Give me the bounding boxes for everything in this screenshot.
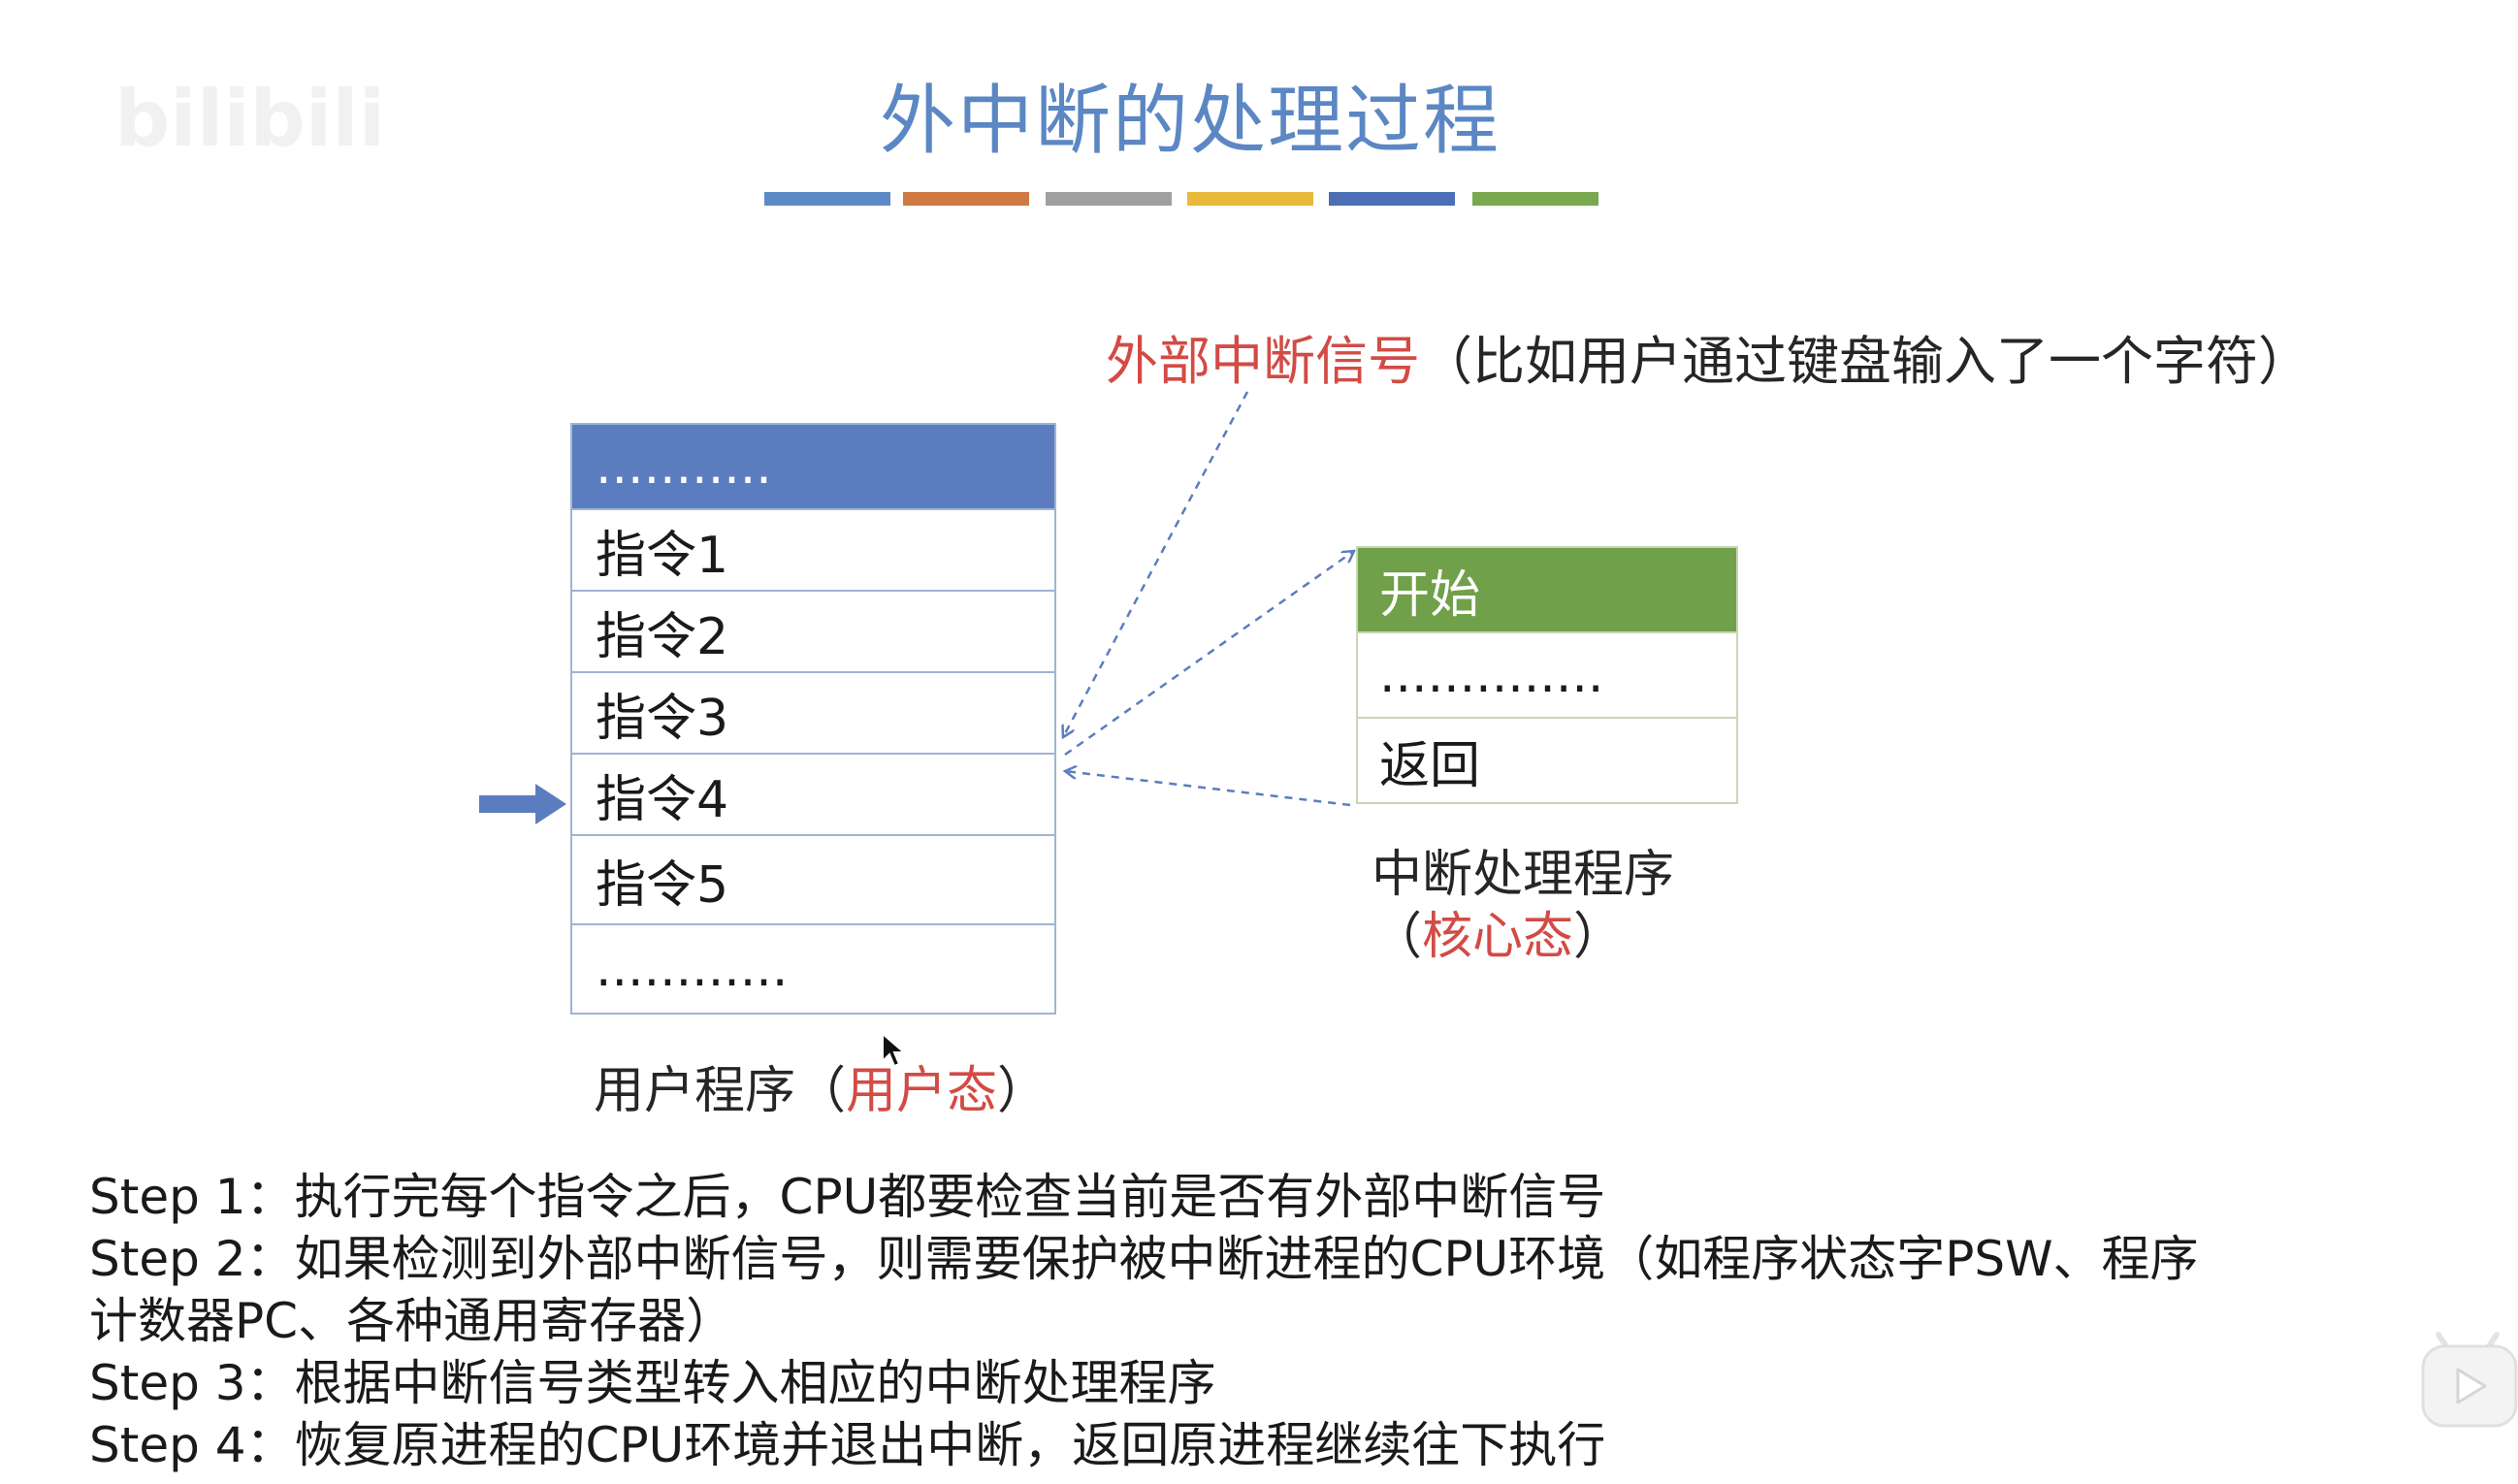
handler-caption-close: ）: [1573, 908, 1625, 966]
user-mode-label: 用户态: [846, 1062, 998, 1120]
instruction-4: 指令4: [572, 755, 1054, 836]
current-instruction-arrow: [479, 784, 566, 824]
handler-caption-open: （: [1372, 908, 1423, 966]
return-arrow: [1065, 771, 1351, 807]
watermark-logo-text: bilibili: [114, 74, 386, 164]
instruction-3: 指令3: [572, 673, 1054, 755]
slide-title: 外中断的处理过程: [879, 78, 1501, 165]
interrupt-handler-caption: 中断处理程序 （核心态）: [1372, 844, 1674, 968]
step-4: Step 4：恢复原进程的CPU环境并退出中断，返回原进程继续往下执行: [89, 1417, 1606, 1473]
color-bar-5: [1329, 192, 1455, 206]
color-bar-4: [1187, 192, 1313, 206]
external-interrupt-signal-text: 外部中断信号: [1106, 331, 1420, 392]
handler-caption-line1: 中断处理程序: [1372, 846, 1675, 904]
bilibili-watermark: bilibili: [0, 39, 385, 164]
jump-to-handler-arrow: [1064, 551, 1354, 757]
step-2: Step 2：如果检测到外部中断信号，则需要保护被中断进程的CPU环境（如程序状…: [89, 1231, 2199, 1287]
instruction-2: 指令2: [572, 592, 1054, 673]
external-interrupt-note: （比如用户通过键盘输入了一个字符）: [1420, 331, 2310, 392]
steps-list: Step 1：执行完每个指令之后，CPU都要检查当前是否有外部中断信号 Step…: [89, 1166, 2456, 1476]
step-2-continued: 计数器PC、各种通用寄存器）: [89, 1293, 735, 1349]
instruction-1: 指令1: [572, 510, 1054, 592]
handler-return: 返回: [1358, 719, 1736, 804]
step-1: Step 1：执行完每个指令之后，CPU都要检查当前是否有外部中断信号: [89, 1169, 1606, 1225]
play-icon[interactable]: [2417, 1329, 2518, 1432]
kernel-mode-label: 核心态: [1422, 908, 1574, 966]
user-caption-main: 用户程序（: [594, 1062, 847, 1120]
color-bar-2: [903, 192, 1029, 206]
user-program-row: ............: [572, 925, 1054, 1015]
instruction-5: 指令5: [572, 836, 1054, 925]
user-caption-end: ）: [997, 1062, 1049, 1120]
external-interrupt-label: 外部中断信号（比如用户通过键盘输入了一个字符）: [1106, 318, 2310, 395]
signal-arrow: [1063, 391, 1249, 737]
title-color-bars: [764, 192, 1603, 206]
handler-caption-line2: （核心态）: [1372, 906, 1674, 968]
user-program-caption: 用户程序（用户态）: [594, 1049, 1048, 1122]
color-bar-6: [1472, 192, 1598, 206]
mouse-cursor-icon: [882, 1032, 907, 1068]
step-3: Step 3：根据中断信号类型转入相应的中断处理程序: [89, 1355, 1216, 1411]
user-program-row: ...........: [572, 425, 1054, 510]
interrupt-handler-table: 开始 .............. 返回: [1356, 546, 1738, 804]
handler-body: ..............: [1358, 633, 1736, 719]
handler-start: 开始: [1358, 548, 1736, 633]
color-bar-3: [1046, 192, 1172, 206]
color-bar-1: [764, 192, 890, 206]
user-program-table: ........... 指令1 指令2 指令3 指令4 指令5 ........…: [570, 423, 1056, 1015]
